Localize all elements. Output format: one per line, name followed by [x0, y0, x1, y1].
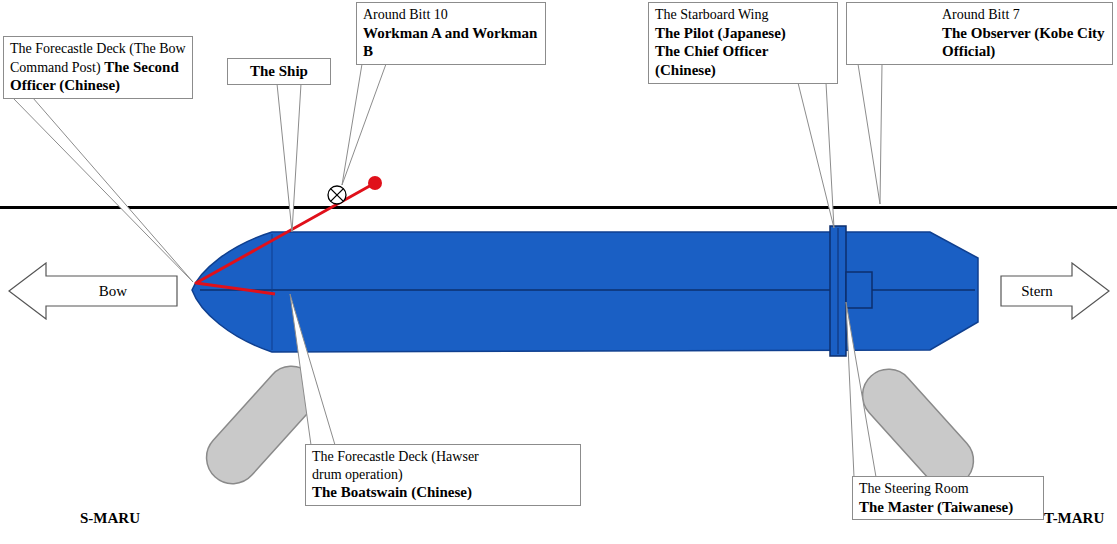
tug-name: T-MARU: [1044, 510, 1104, 527]
location-label: Bow: [99, 283, 127, 300]
callout-box: Around Bitt 10Workman A and Workman B: [356, 2, 546, 65]
callout-tail: [277, 84, 301, 232]
ship-hull: [192, 232, 978, 352]
quay-line: [0, 206, 1117, 209]
callout-tail: [342, 64, 386, 185]
person-label: The Chief Officer (Chinese): [655, 42, 831, 80]
callout-tail: [846, 302, 876, 477]
bridge-line: [838, 228, 839, 354]
direction-arrow: Stern: [1000, 262, 1110, 320]
location-label: The Steering Room: [859, 480, 1037, 498]
person-label: The Boatswain (Chinese): [312, 483, 574, 502]
bitt-symbol: [328, 186, 346, 204]
callout-box: The Starboard WingThe Pilot (Japanese)Th…: [648, 2, 838, 84]
person-label: The Observer (Kobe City Official): [942, 24, 1106, 62]
hawser-line: [196, 183, 375, 294]
wheelhouse: [846, 272, 872, 308]
tug-name: S-MARU: [80, 510, 140, 527]
hawser-eye: [368, 176, 382, 190]
callout-box: Around Bitt 7The Observer (Kobe City Off…: [846, 2, 1113, 65]
person-label: The Pilot (Japanese): [655, 24, 831, 43]
callout-box: The Steering RoomThe Master (Taiwanese): [852, 476, 1044, 520]
location-label: Around Bitt 7: [942, 6, 1106, 24]
callout-tail: [13, 98, 193, 282]
location-label: The Starboard Wing: [655, 6, 831, 24]
location-label: The Forecastle Deck (Hawser drum operati…: [312, 448, 487, 483]
person-label: Workman A and Workman B: [363, 24, 539, 62]
location-label: Around Bitt 10: [363, 6, 539, 24]
person-label: The Ship: [234, 62, 324, 81]
forecastle-line: [272, 234, 273, 350]
callout-box: The Ship: [227, 58, 331, 85]
callout-tail: [798, 83, 834, 228]
callout-box: The Forecastle Deck (The Bow Command Pos…: [3, 36, 193, 99]
arrow-shape: [1000, 262, 1110, 320]
callout-box: The Forecastle Deck (Hawser drum operati…: [305, 444, 581, 506]
bridge-wings: [830, 226, 846, 356]
arrow-shape: [8, 262, 178, 320]
direction-arrow: Bow: [8, 262, 178, 320]
callout-tail: [290, 294, 335, 445]
location-label: Stern: [1021, 283, 1053, 300]
callout-tail: [858, 64, 882, 204]
person-label: The Master (Taiwanese): [859, 498, 1037, 517]
